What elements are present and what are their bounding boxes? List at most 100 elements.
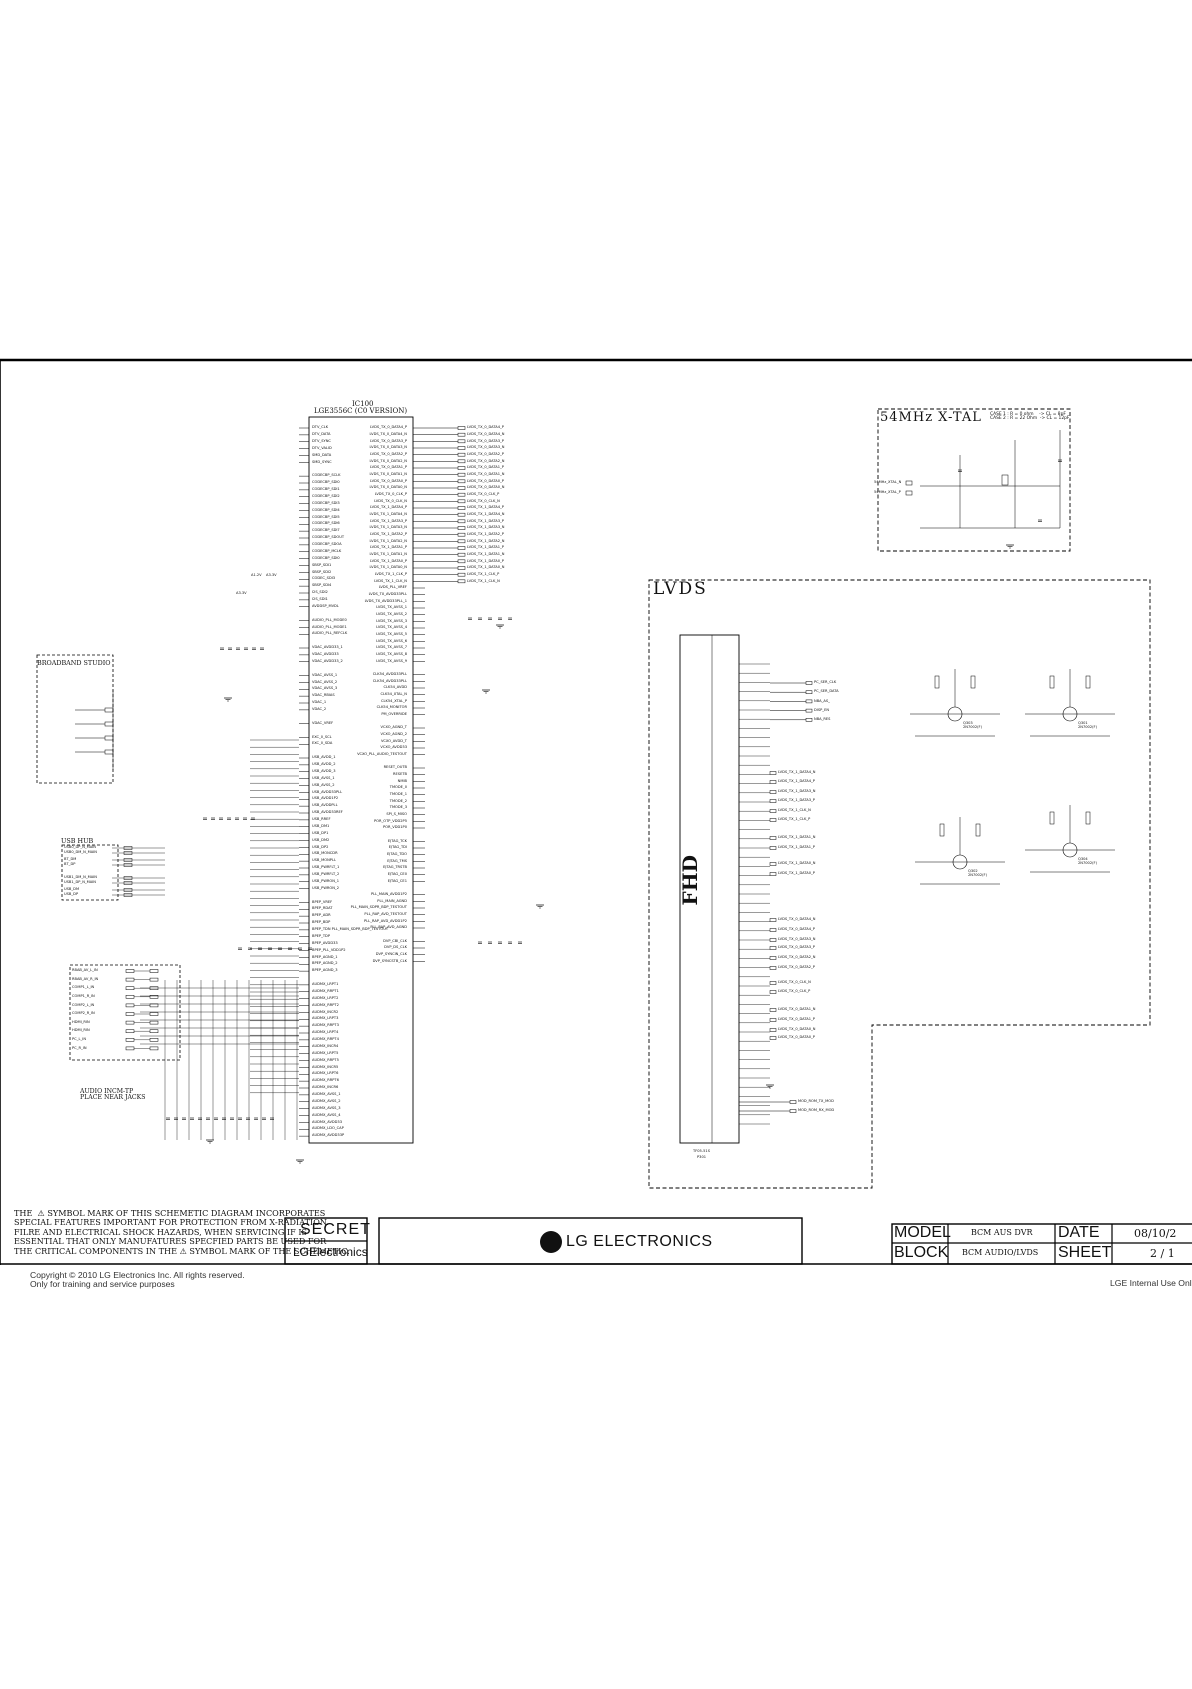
- audio-input-label: PC_L_IN: [72, 1037, 87, 1041]
- mosfet-symbol: [947, 706, 963, 722]
- ic-right-pin: EJTAG_TCK: [387, 838, 407, 843]
- ic-left-pin: USB_RREF: [312, 817, 331, 822]
- broadband-title: BROADBAND STUDIO: [37, 659, 111, 667]
- connector-part: TF05-51S: [693, 1149, 710, 1153]
- net-flag: [457, 446, 466, 450]
- ic-left-pin: USB_AVDDPLL: [312, 803, 338, 808]
- ic-left-pin: VDAC_VREF: [312, 720, 334, 725]
- ic-left-pin: AUDMX_AVSS_3: [312, 1105, 341, 1110]
- ic-left-pin: BPEP_BDP: [312, 920, 331, 925]
- lvds-pair-net: LVDS_TX_1_CLK_N: [778, 808, 811, 813]
- ic-right-pin: EJTAG_CE0: [387, 871, 407, 876]
- ic-left-pin: USB_AVDD1P2: [312, 796, 339, 801]
- ic-left-pin: AUDMX_RRPT2: [312, 1002, 339, 1007]
- lvds-pair-net: LVDS_TX_0_DATA4_P: [778, 927, 815, 932]
- audio-resistor-2: [149, 1012, 159, 1016]
- ic-left-pin: I2S_SDI2: [312, 590, 328, 595]
- ic-left-pin: CODECBP_SDI0: [312, 555, 340, 560]
- lvds-pair-flag: [769, 799, 777, 803]
- audio-note: AUDIO INCM-TP PLACE NEAR JACKS: [80, 1088, 146, 1102]
- net-flag: [457, 439, 466, 444]
- ic-left-pin: USB_DP1: [312, 830, 329, 835]
- broadband-box: [36, 654, 114, 784]
- ic-left-pin: AUDMX_LRPT2: [312, 995, 339, 1000]
- ic-left-pin: AUDMX_LRPT5: [312, 1050, 339, 1055]
- transistor-label: Q303 2N7002(F): [963, 721, 982, 729]
- lvds-pair-net: LVDS_TX_1_DATA1_N: [778, 835, 816, 840]
- lvds-net-label: LVDS_TX_0_DATA1_P: [467, 465, 504, 470]
- model-label: MODEL: [894, 1224, 951, 1241]
- audio-resistor-2: [149, 977, 159, 982]
- net-flag: [457, 552, 466, 557]
- net-flag: [457, 472, 466, 477]
- ic-right-pin: LVDS_TX_AVSS_6: [376, 638, 407, 643]
- ic-left-pin: AUDMX_LRPT1: [312, 982, 339, 987]
- block-label: BLOCK: [894, 1244, 949, 1261]
- ic100-part: LGE3556C (C0 VERSION): [314, 407, 408, 415]
- ic-right-pin: LVDS_TX_1_DATA0_P: [370, 558, 407, 563]
- ic-right-pin: DVP_SYNCIN_CLK: [375, 951, 407, 956]
- usb-net-label: BT_DP: [64, 862, 76, 867]
- ic-left-pin: SBSP_SDI4: [312, 583, 332, 588]
- ic-left-pin: BPEP_AGND_3: [312, 968, 338, 973]
- pullup-resistor: [1049, 811, 1055, 825]
- usb-net-label: USB1_DP_N_MAIN: [64, 880, 96, 885]
- ic-right-pin: DVP_SYNCSTB_CLK: [372, 958, 407, 963]
- usb-resistor: [123, 881, 133, 885]
- audio-resistor-2: [149, 1003, 159, 1008]
- xtal-net-flag: [905, 480, 913, 486]
- ic-left-pin: USB_PWRFLT_1: [312, 865, 340, 870]
- ic-left-pin: BPEP_AGND_1: [312, 954, 338, 959]
- ic-left-pin: SMD_SYNC: [312, 459, 332, 464]
- ic-left-pin: AUDIO_PLL_REFCLK: [312, 631, 348, 636]
- lvds-net-label: LVDS_TX_1_DATA0_P: [467, 558, 504, 563]
- lvds-net-label: LVDS_TX_0_DATA2_N: [467, 458, 505, 463]
- lvds-pair-net: LVDS_TX_1_DATA4_P: [778, 779, 815, 784]
- ic-right-pin: LVDS_TX_1_CLK_N: [374, 578, 407, 583]
- ic-left-pin: USB_AVDD33PLL: [312, 789, 343, 794]
- audio-resistor: [125, 1020, 135, 1025]
- lvds-pair-net: LVDS_TX_0_CLK_N: [778, 980, 811, 985]
- lvds-pair-flag: [769, 966, 777, 970]
- ic-left-pin: USB_AVDD_1: [312, 755, 336, 760]
- usb-resistor: [123, 876, 133, 880]
- ic-right-pin: LVDS_TX_0_DATA3_N: [369, 445, 407, 450]
- net-flag: [457, 466, 466, 470]
- audio-resistor: [125, 1029, 135, 1033]
- ic-right-pin: CLK54_AVDD: [383, 685, 407, 690]
- audio-resistor-2: [149, 1038, 159, 1042]
- ic-right-pin: LVDS_TX_0_DATA3_P: [370, 438, 407, 443]
- audio-input-label: COMP1_L_IN: [72, 985, 95, 990]
- ic-left-pin: AUDMX_INCR5: [312, 1064, 339, 1069]
- usb-resistor: [123, 888, 133, 892]
- ic-left-pin: AUDMX_AVSS_2: [312, 1098, 341, 1103]
- ic-left-pin: AUDMX_INCR6: [312, 1085, 339, 1090]
- net-flag: [457, 512, 466, 517]
- audio-input-label: PC_R_IN: [72, 1045, 87, 1050]
- lvds-pair-flag: [769, 928, 777, 932]
- ic-right-pin: POR_VDD1P0: [382, 825, 407, 830]
- ic-left-pin: CODECBP_SDI6: [312, 521, 340, 526]
- ic-right-pin: LVDS_TX_AVSS_1: [376, 605, 407, 610]
- lvds-net-label: LVDS_TX_1_CLK_P: [467, 571, 500, 576]
- ic-right-pin: LVDS_TX_1_DATA3_P: [370, 518, 407, 523]
- ic-left-pin: AUDMX_LRPT6: [312, 1071, 339, 1076]
- training-text: Only for training and service purposes: [30, 1279, 175, 1289]
- ic-right-pin: EJTAG_TRSTB: [383, 865, 407, 870]
- lvds-pair-net: LVDS_TX_0_DATA0_P: [778, 1035, 815, 1040]
- xtal-crystal: [1001, 474, 1009, 486]
- lvds-net-label: LVDS_TX_0_DATA4_P: [467, 425, 504, 430]
- ic-right-pin: RESET_OUTB: [383, 765, 407, 770]
- ic-right-pin: TMODE_0: [389, 785, 407, 790]
- lvds-title: LVDS: [653, 579, 708, 599]
- lvds-pair-net: LVDS_TX_0_DATA3_N: [778, 937, 816, 942]
- audio-resistor-2: [149, 1020, 159, 1025]
- ic-left-pin: VDAC_AVDD33: [312, 652, 339, 657]
- lvds-pair-net: LVDS_TX_0_DATA0_N: [778, 1027, 816, 1032]
- lvds-pair-net: LVDS_TX_0_DATA2_P: [778, 965, 815, 970]
- pullup-resistor: [1049, 675, 1055, 689]
- ic100-ref: IC100: [352, 400, 374, 408]
- ic-left-pin: AUDMX_AVDD33P: [312, 1133, 345, 1138]
- usb-hub-title: USB HUB: [61, 837, 94, 845]
- ic-right-pin: EJTAG_TDO: [386, 851, 407, 856]
